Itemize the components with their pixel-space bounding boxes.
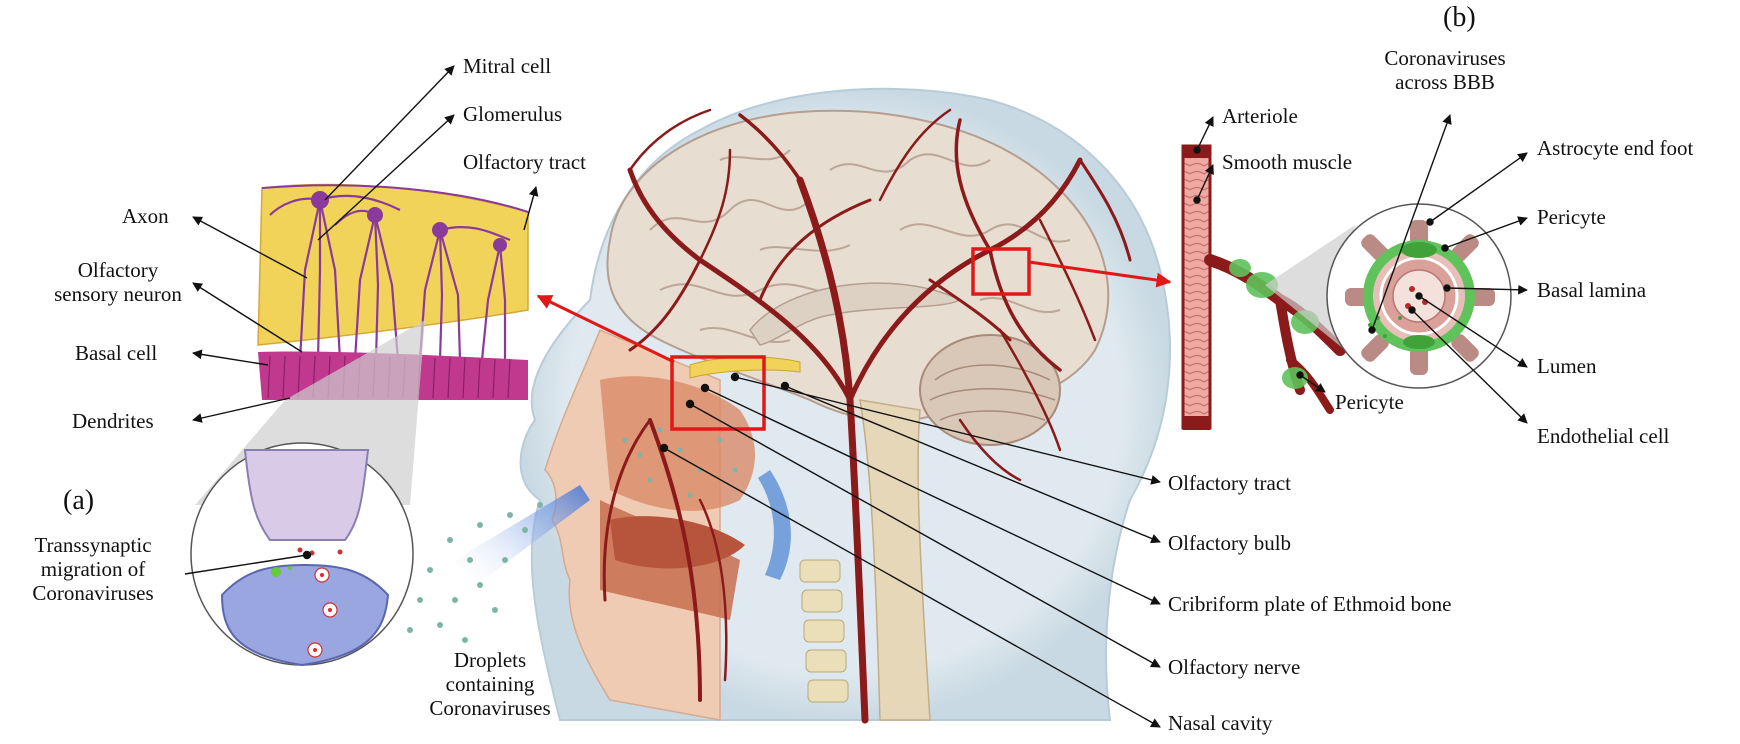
label-basal-cell: Basal cell (75, 341, 157, 365)
olfactory-epithelium-illustration (191, 185, 528, 665)
label-coronaviruses-across-bbb: Coronaviruses across BBB (1370, 46, 1520, 94)
label-arteriole: Arteriole (1222, 104, 1298, 128)
label-basal-lamina: Basal lamina (1537, 278, 1646, 302)
label-transsynaptic-line3: Coronaviruses (8, 581, 178, 605)
label-transsynaptic-migration: Transsynaptic migration of Coronaviruses (8, 533, 178, 605)
label-glomerulus: Glomerulus (463, 102, 562, 126)
label-coronaviruses-bbb-line1: Coronaviruses (1370, 46, 1520, 70)
label-olfactory-tract: Olfactory tract (1168, 471, 1291, 495)
label-olfactory-sensory-neuron-line2: sensory neuron (38, 282, 198, 306)
label-pericyte-top: Pericyte (1537, 205, 1606, 229)
head-illustration (407, 89, 1170, 720)
label-smooth-muscle: Smooth muscle (1222, 150, 1352, 174)
label-olfactory-bulb: Olfactory bulb (1168, 531, 1291, 555)
label-astrocyte-end-foot: Astrocyte end foot (1537, 136, 1693, 160)
label-cribriform-plate: Cribriform plate of Ethmoid bone (1168, 592, 1451, 616)
label-droplets-line1: Droplets (410, 648, 570, 672)
panel-label-a: (a) (63, 485, 94, 517)
label-endothelial-cell: Endothelial cell (1537, 424, 1669, 448)
label-olfactory-sensory-neuron-line1: Olfactory (38, 258, 198, 282)
label-droplets-line2: containing (410, 672, 570, 696)
label-pericyte-bottom: Pericyte (1335, 390, 1404, 414)
label-olfactory-sensory-neuron: Olfactory sensory neuron (38, 258, 198, 306)
label-olfactory-tract-top: Olfactory tract (463, 150, 586, 174)
label-axon: Axon (122, 204, 169, 228)
label-droplets-line3: Coronaviruses (410, 696, 570, 720)
label-droplets: Droplets containing Coronaviruses (410, 648, 570, 720)
label-coronaviruses-bbb-line2: across BBB (1370, 70, 1520, 94)
label-mitral-cell: Mitral cell (463, 54, 551, 78)
panel-label-b: (b) (1443, 2, 1476, 34)
label-transsynaptic-line2: migration of (8, 557, 178, 581)
arteriole-vessel (1183, 146, 1210, 428)
label-lumen: Lumen (1537, 354, 1596, 378)
label-dendrites: Dendrites (72, 409, 154, 433)
label-nasal-cavity: Nasal cavity (1168, 711, 1272, 735)
label-olfactory-nerve: Olfactory nerve (1168, 655, 1300, 679)
label-transsynaptic-line1: Transsynaptic (8, 533, 178, 557)
